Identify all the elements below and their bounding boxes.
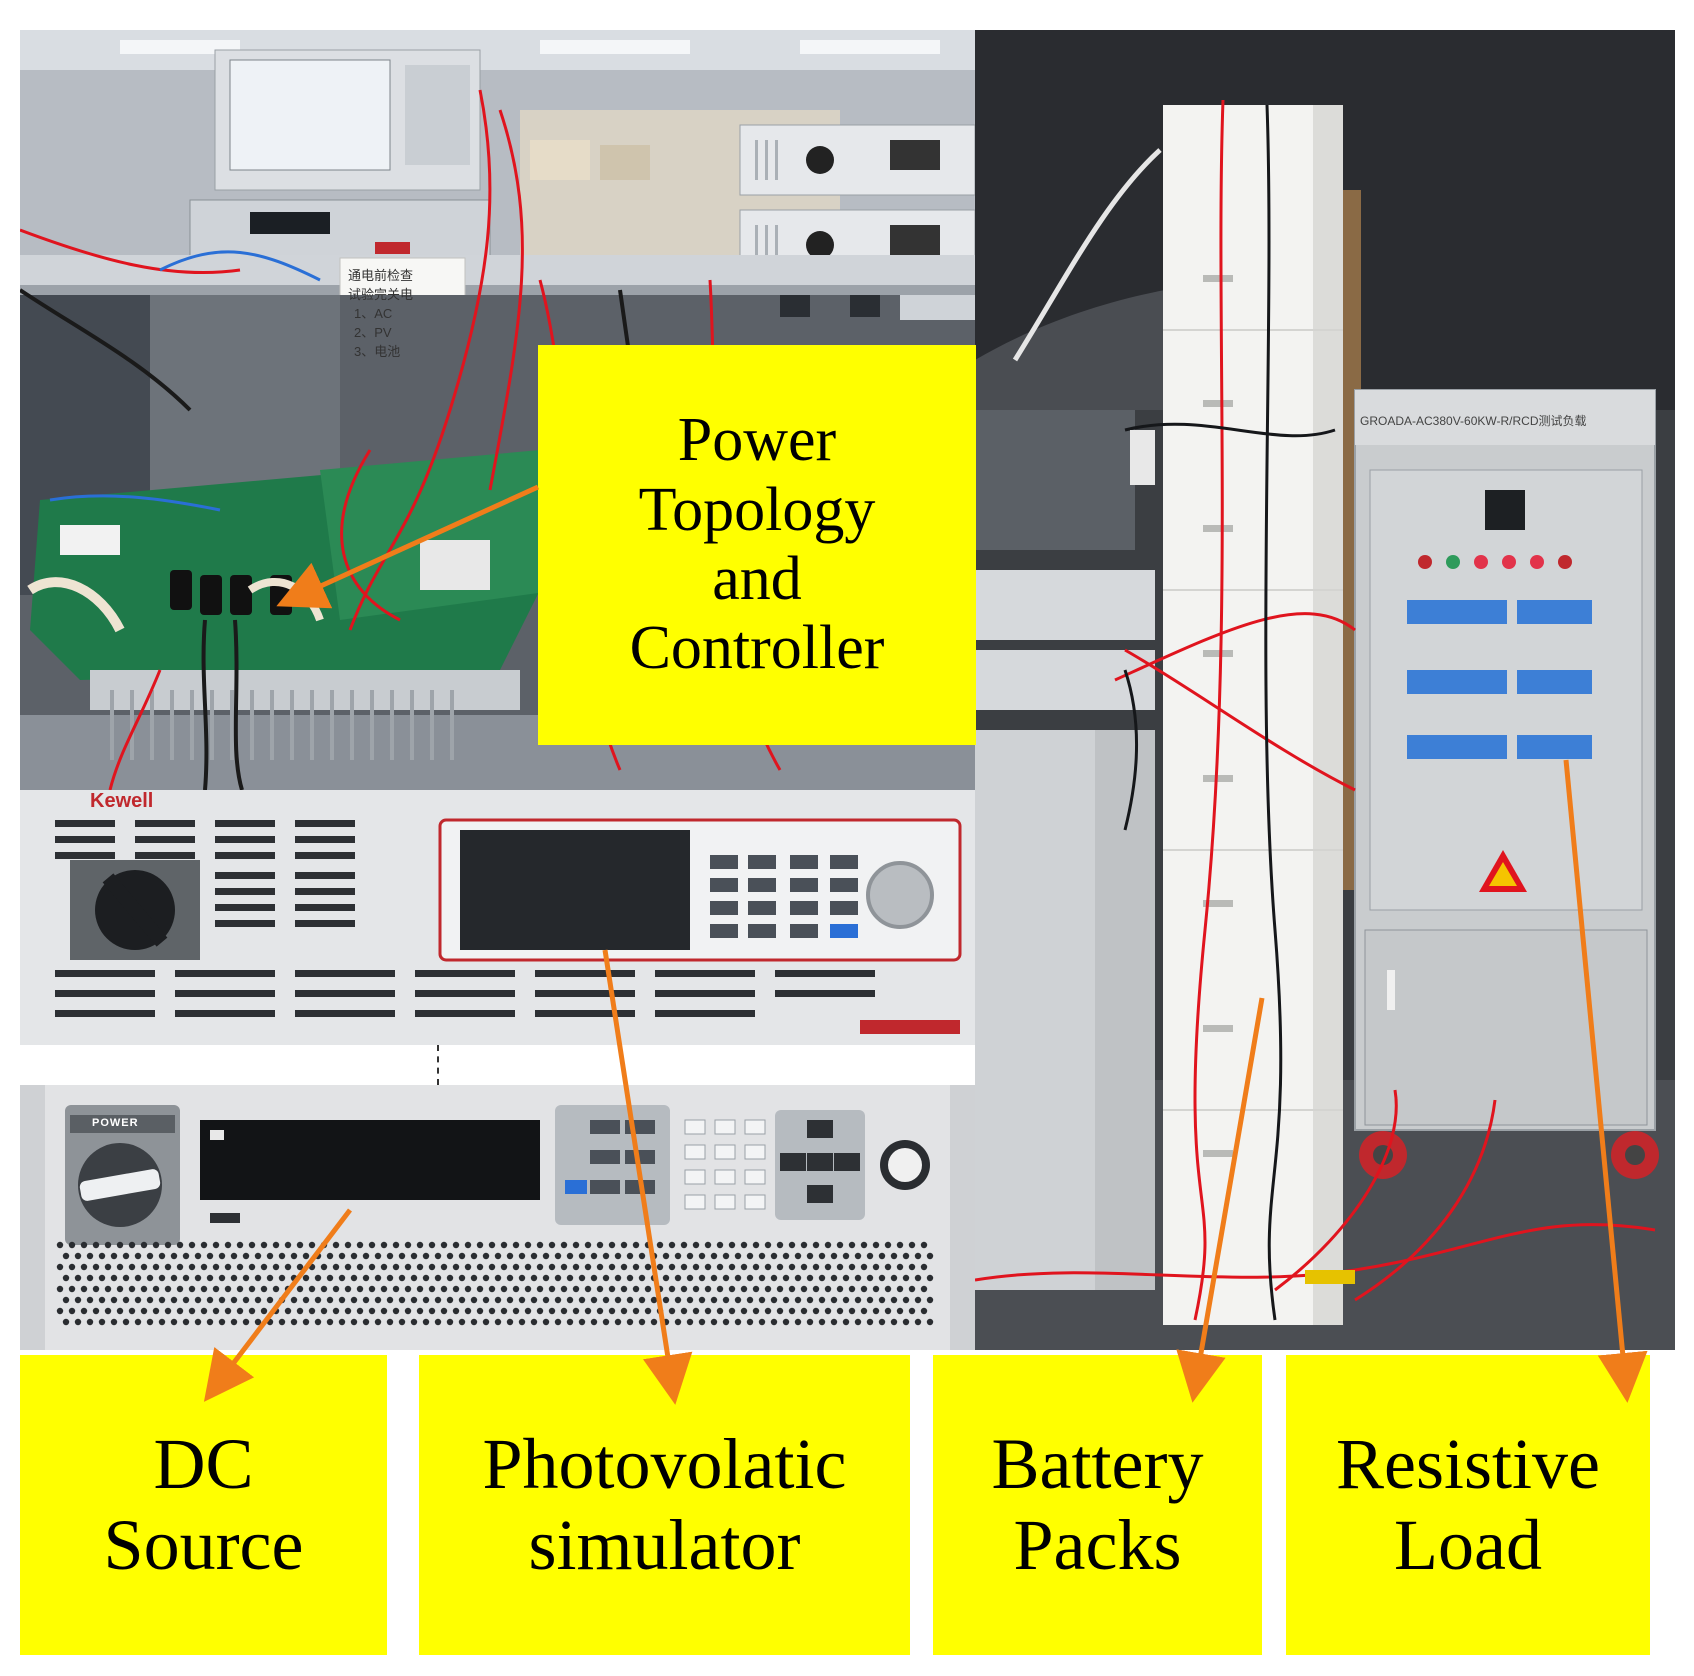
- label-power-topology: Power Topology and Controller: [538, 345, 976, 745]
- kewell-brand-label: Kewell: [90, 790, 154, 812]
- label-dc-source: DC Source: [20, 1355, 387, 1655]
- battery-load-photo: GROADA-AC380V-60KW-R/RCD测试负载: [975, 30, 1675, 1350]
- label-line: Topology: [638, 475, 876, 544]
- label-line: DC: [153, 1424, 254, 1505]
- panel-divider: [437, 1045, 439, 1085]
- label-resistive-load: Resistive Load: [1286, 1355, 1650, 1655]
- label-line: and: [712, 545, 802, 613]
- label-line: Power: [677, 406, 837, 475]
- label-line: Controller: [629, 614, 885, 683]
- label-power-topology-text: Power Topology and Controller: [630, 406, 885, 684]
- bench-note-line: 通电前检查: [348, 268, 414, 283]
- label-line: Packs: [1013, 1505, 1182, 1585]
- bench-note: 通电前检查 试验完关电 1、AC 2、PV 3、电池: [348, 266, 460, 361]
- label-pv-simulator: Photovolatic simulator: [419, 1355, 910, 1655]
- label-line: Load: [1394, 1505, 1542, 1585]
- label-line: Resistive: [1336, 1424, 1600, 1505]
- power-switch-label: POWER: [92, 1117, 139, 1129]
- label-line: simulator: [528, 1505, 801, 1585]
- label-line: Photovolatic: [482, 1424, 847, 1505]
- label-line: Battery: [991, 1424, 1204, 1505]
- load-cabinet-title: GROADA-AC380V-60KW-R/RCD测试负载: [1360, 414, 1587, 428]
- bench-note-line: 3、电池: [354, 344, 401, 359]
- label-line: Source: [103, 1505, 304, 1585]
- bench-note-line: 试验完关电: [348, 287, 414, 302]
- label-battery-packs: Battery Packs: [933, 1355, 1262, 1655]
- bench-note-line: 1、AC: [354, 306, 393, 321]
- dc-source-photo: POWER: [20, 1085, 975, 1350]
- bench-note-line: 2、PV: [354, 325, 392, 340]
- pv-simulator-photo: Kewell: [20, 790, 975, 1045]
